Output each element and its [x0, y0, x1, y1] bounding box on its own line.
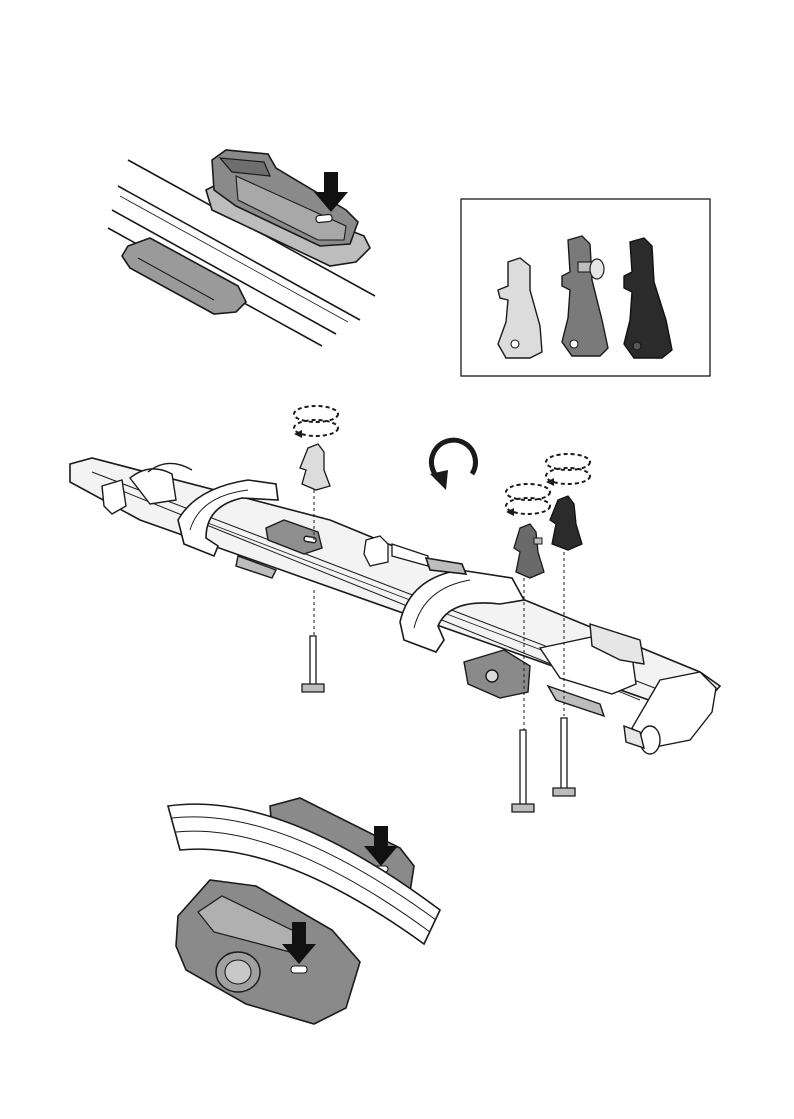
bracket-light	[300, 444, 330, 490]
t-bolt-middle	[512, 730, 534, 812]
bottom-detail-illustration	[168, 798, 440, 1024]
rotate-clockwise-icon	[430, 440, 475, 490]
bracket-mid	[514, 524, 544, 578]
t-bolt-right	[553, 718, 575, 796]
inset-box	[461, 199, 710, 376]
dashed-rotation-icon	[294, 406, 590, 514]
top-detail-illustration	[108, 150, 375, 346]
bracket-dark	[550, 496, 582, 550]
main-illustration	[70, 406, 720, 812]
t-bolt-left	[302, 636, 324, 692]
front-track-adapter	[176, 880, 360, 1024]
